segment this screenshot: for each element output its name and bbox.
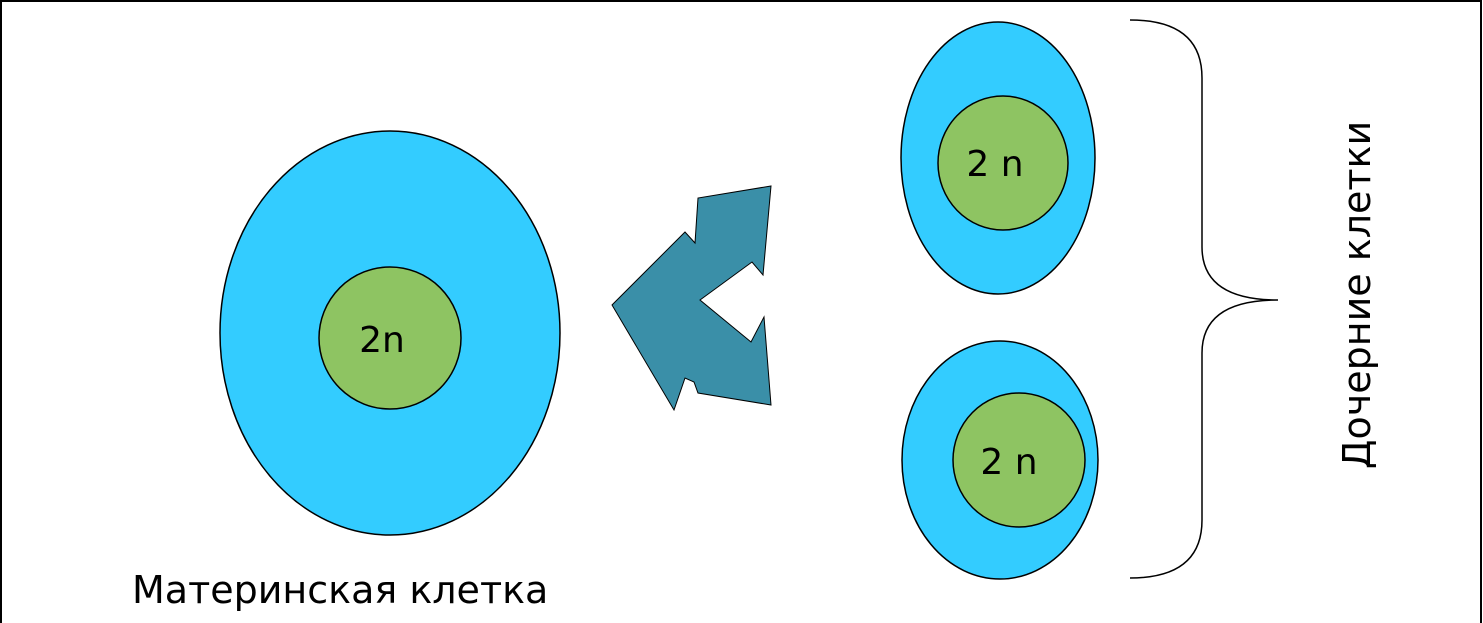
daughter-cell-bottom-nucleus (952, 392, 1086, 528)
division-arrow (611, 185, 772, 412)
daughter-cell-bottom-ploidy-label: 2 n (980, 442, 1037, 483)
mother-cell: 2n (219, 130, 561, 536)
daughter-cells-label: Дочерние клетки (1335, 121, 1379, 469)
daughter-cell-top: 2 n (900, 21, 1096, 295)
mother-cell-caption: Материнская клетка (132, 568, 548, 612)
daughter-cells-brace (1129, 19, 1279, 579)
daughter-cell-top-ploidy-label: 2 n (966, 144, 1023, 185)
mother-cell-nucleus (318, 266, 462, 410)
daughter-cell-bottom: 2 n (901, 340, 1099, 580)
mother-cell-ploidy-label: 2n (359, 320, 405, 361)
daughter-cell-top-nucleus (937, 95, 1069, 231)
